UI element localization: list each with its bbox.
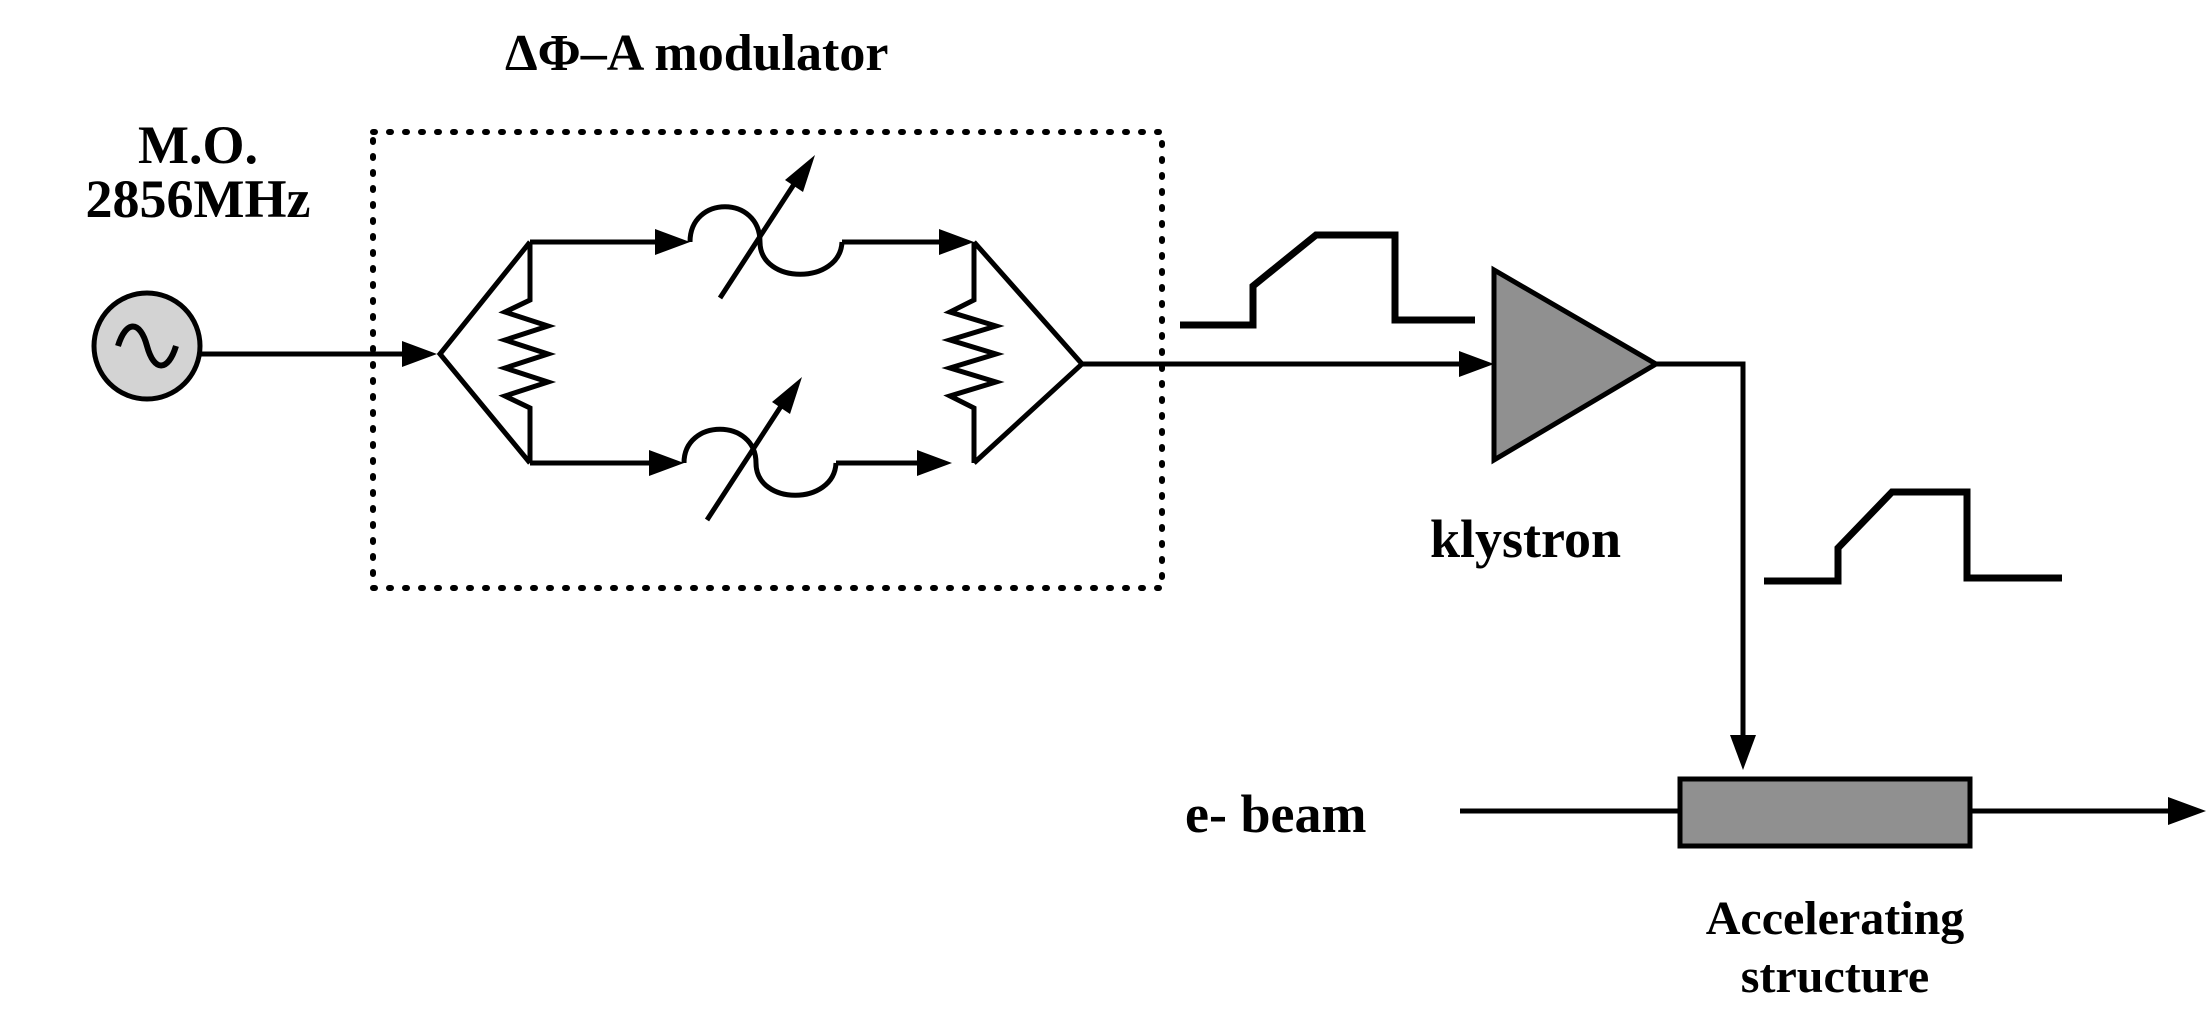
klystron-amplifier-icon xyxy=(1491,265,1661,465)
oscillator-source-icon xyxy=(91,290,203,402)
input-arrowhead xyxy=(402,341,437,367)
upper-branch-arrow-2 xyxy=(939,229,974,255)
phase-shifter-lower-arrow-shaft xyxy=(704,395,790,522)
phase-shifter-upper-arrow-shaft xyxy=(717,173,803,300)
oscillator-label: M.O. 2856MHz xyxy=(38,118,358,226)
structure-label-line1: Accelerating xyxy=(1705,892,1965,945)
accelerating-structure-icon xyxy=(1677,776,1973,849)
phase-shifter-lower-icon xyxy=(681,426,839,498)
resistor-right-icon xyxy=(941,242,1005,463)
resistor-left-icon xyxy=(496,242,557,463)
pulse-waveform-output xyxy=(1764,488,2062,585)
upper-branch-arrow-1 xyxy=(655,229,690,255)
ebeam-output-arrow xyxy=(2168,797,2206,825)
ebeam-label: e- beam xyxy=(1185,784,1367,844)
oscillator-label-line1: M.O. xyxy=(138,115,258,175)
phase-shifter-upper-icon xyxy=(687,204,845,277)
pulse-waveform-input xyxy=(1180,231,1475,329)
modulator-box xyxy=(370,129,1165,591)
splitter-left xyxy=(436,240,532,465)
structure-label: Accelerating structure xyxy=(1640,895,2030,1001)
structure-label-line2: structure xyxy=(1740,950,1930,1003)
lower-branch-arrow-1 xyxy=(649,450,684,476)
klystron-label: klystron xyxy=(1430,509,1622,569)
modulator-title: ΔΦ–A modulator xyxy=(505,25,889,82)
lower-branch-arrow-2 xyxy=(917,450,952,476)
structure-input-arrow xyxy=(1730,735,1756,770)
phase-shifter-upper-arrow-head xyxy=(785,155,815,192)
klystron-input-arrow xyxy=(1459,351,1494,377)
phase-shifter-lower-arrow-head xyxy=(772,377,802,414)
oscillator-label-line2: 2856MHz xyxy=(85,169,311,229)
klystron-output-line xyxy=(1656,361,1746,738)
